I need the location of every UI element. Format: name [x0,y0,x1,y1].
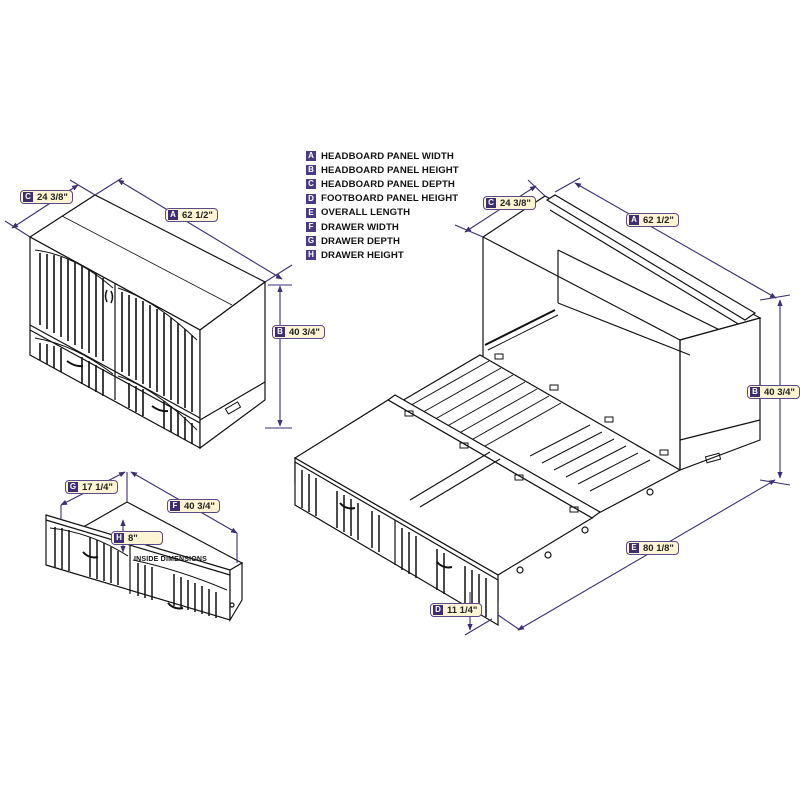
badge-key: H [114,533,124,543]
legend-item-d: D FOOTBOARD PANEL HEIGHT [306,192,459,206]
badge-key: C [486,198,496,208]
badge-key: E [629,543,639,553]
open-length-badge: E 80 1/8" [626,541,679,555]
badge-value: 62 1/2" [643,214,674,226]
legend-key: F [306,222,316,233]
badge-key: C [23,192,33,202]
badge-value: 24 3/8" [500,197,531,209]
open-depth-badge: C 24 3/8" [483,196,536,210]
closed-cabinet-drawing [28,194,267,450]
legend-key: E [306,207,316,218]
badge-value: 17 1/4" [82,481,113,493]
open-footboard-badge: D 11 1/4" [430,603,483,617]
badge-key: A [168,210,178,220]
legend-label: FOOTBOARD PANEL HEIGHT [321,193,459,205]
legend-label: DRAWER DEPTH [321,235,401,247]
legend-label: DRAWER WIDTH [321,221,399,233]
drawer-width-badge: F 40 3/4" [167,499,220,513]
legend-key: D [306,193,316,204]
legend-item-a: A HEADBOARD PANEL WIDTH [306,149,459,163]
legend-item-b: B HEADBOARD PANEL HEIGHT [306,163,459,177]
legend-label: HEADBOARD PANEL WIDTH [321,150,454,162]
legend-key: A [306,151,316,162]
drawer-drawing [44,501,244,623]
legend-key: H [306,250,316,261]
badge-value: 62 1/2" [182,209,213,221]
badge-value: 24 3/8" [37,191,68,203]
legend-key: B [306,165,316,176]
badge-key: D [433,605,443,615]
badge-value: 40 3/4" [184,500,215,512]
dimension-legend: A HEADBOARD PANEL WIDTH B HEADBOARD PANEL … [306,149,459,263]
legend-item-c: C HEADBOARD PANEL DEPTH [306,177,459,191]
badge-value: 40 3/4" [289,326,320,338]
legend-label: HEADBOARD PANEL HEIGHT [321,164,459,176]
badge-key: B [750,387,760,397]
badge-key: A [629,215,639,225]
badge-value: 8" [128,532,138,544]
legend-label: HEADBOARD PANEL DEPTH [321,178,455,190]
legend-key: C [306,179,316,190]
legend-item-f: F DRAWER WIDTH [306,220,459,234]
closed-height-badge: B 40 3/4" [272,325,325,339]
inside-dimensions-note: INSIDE DIMENSIONS [134,556,208,563]
drawer-height-badge: H 8" [111,531,163,545]
badge-key: B [275,327,285,337]
badge-value: 80 1/8" [643,542,674,554]
legend-item-h: H DRAWER HEIGHT [306,248,459,262]
open-height-badge: B 40 3/4" [747,385,800,399]
legend-label: OVERALL LENGTH [321,207,411,219]
legend-key: G [306,236,316,247]
closed-depth-badge: C 24 3/8" [20,190,73,204]
closed-width-badge: A 62 1/2" [165,208,218,222]
legend-item-g: G DRAWER DEPTH [306,234,459,248]
closed-cabinet-dimension-lines [4,177,293,429]
drawer-depth-badge: G 17 1/4" [65,480,118,494]
legend-item-e: E OVERALL LENGTH [306,206,459,220]
badge-value: 11 1/4" [447,604,478,616]
badge-key: F [170,501,180,511]
legend-label: DRAWER HEIGHT [321,249,404,261]
badge-value: 40 3/4" [764,386,795,398]
open-width-badge: A 62 1/2" [626,213,679,227]
badge-key: G [68,482,78,492]
